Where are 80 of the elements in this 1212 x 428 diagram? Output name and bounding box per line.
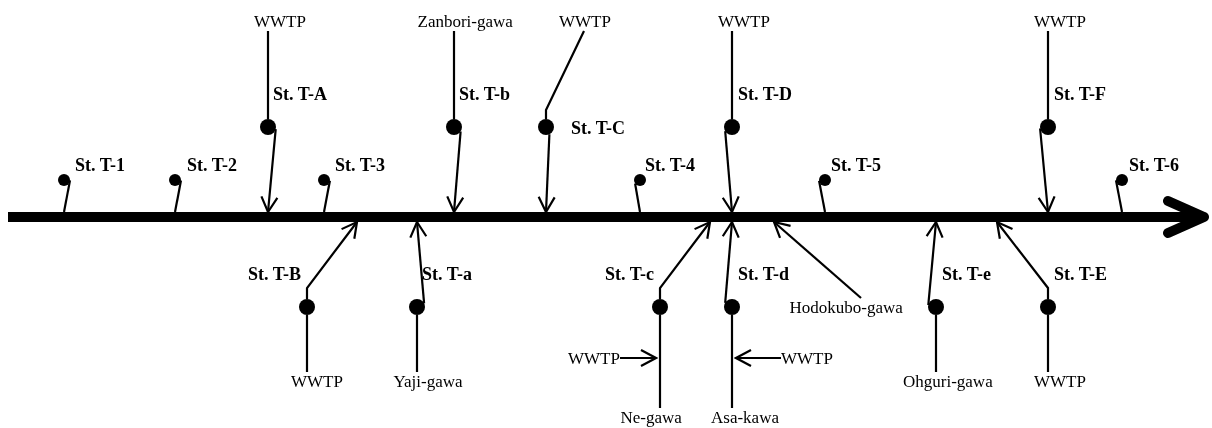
connector-line [322,180,331,213]
connector-line [1046,31,1050,119]
connector-line [1046,315,1050,372]
station-label: St. T-b [459,84,511,104]
flow-arrow [446,131,465,214]
connector-line [658,315,662,408]
station-dot [446,119,462,135]
flow-arrow [721,220,740,303]
place-label: Hodokubo-gawa [789,298,903,317]
station-dot [409,299,425,315]
flow-arrow [721,131,740,214]
station-dot [260,119,276,135]
station-dot [928,299,944,315]
place-label: WWTP [718,12,770,31]
connector-line [305,315,309,372]
place-label: WWTP [781,349,833,368]
connector-line [934,315,938,372]
place-label: Zanbori-gawa [417,12,513,31]
station-label: St. T-F [1054,84,1107,104]
station-dot [169,174,181,186]
station-label: St. T-B [248,264,302,284]
station-dot [1116,174,1128,186]
station-dot [538,119,554,135]
place-label: WWTP [1034,12,1086,31]
flow-arrow [1037,128,1056,214]
place-label: WWTP [291,372,343,391]
connector-line [1114,180,1124,213]
connector-line [62,180,72,213]
station-dot [634,174,646,186]
station-label: St. T-d [738,264,790,284]
flow-arrow [409,220,428,304]
connector-line [818,180,827,213]
connector-line [544,30,585,119]
flow-arrow [658,220,712,299]
flow-arrow [305,220,359,299]
station-dot [1040,119,1056,135]
connector-line [452,31,456,119]
station-label: St. T-A [273,84,328,104]
connector-line [266,31,270,119]
station-dot [724,119,740,135]
station-label: St. T-1 [75,155,126,175]
connector-line [173,180,183,213]
connector-line [634,183,642,213]
station-dot [724,299,740,315]
station-dot [58,174,70,186]
station-label: St. T-D [738,84,793,104]
river-arrow [8,193,1212,241]
flow-arrow [537,134,556,214]
station-label: St. T-3 [335,155,386,175]
place-label: Yaji-gawa [393,372,463,391]
station-label: St. T-4 [645,155,696,175]
place-label: WWTP [254,12,306,31]
station-dot [652,299,668,315]
place-label: Ne-gawa [620,408,682,427]
station-label: St. T-5 [831,155,882,175]
flow-arrow [734,348,781,368]
station-dot [299,299,315,315]
place-label: Asa-kawa [711,408,779,427]
flow-arrow [772,220,862,299]
connector-line [730,31,734,119]
flow-arrow [925,220,944,306]
connector-line [730,315,734,408]
station-label: St. T-e [942,264,992,284]
station-label: St. T-2 [187,155,238,175]
flow-arrow [995,220,1050,299]
station-label: St. T-a [422,264,473,284]
place-label: Ohguri-gawa [903,372,993,391]
station-label: St. T-6 [1129,155,1180,175]
place-label: WWTP [568,349,620,368]
flow-arrow [260,129,279,214]
station-dot [318,174,330,186]
flow-arrow [620,348,658,368]
station-dot [819,174,831,186]
place-label: WWTP [559,12,611,31]
station-label: St. T-C [571,118,626,138]
station-dot [1040,299,1056,315]
station-label: St. T-E [1054,264,1108,284]
place-label: WWTP [1034,372,1086,391]
connector-line [415,315,419,372]
station-label: St. T-c [605,264,655,284]
